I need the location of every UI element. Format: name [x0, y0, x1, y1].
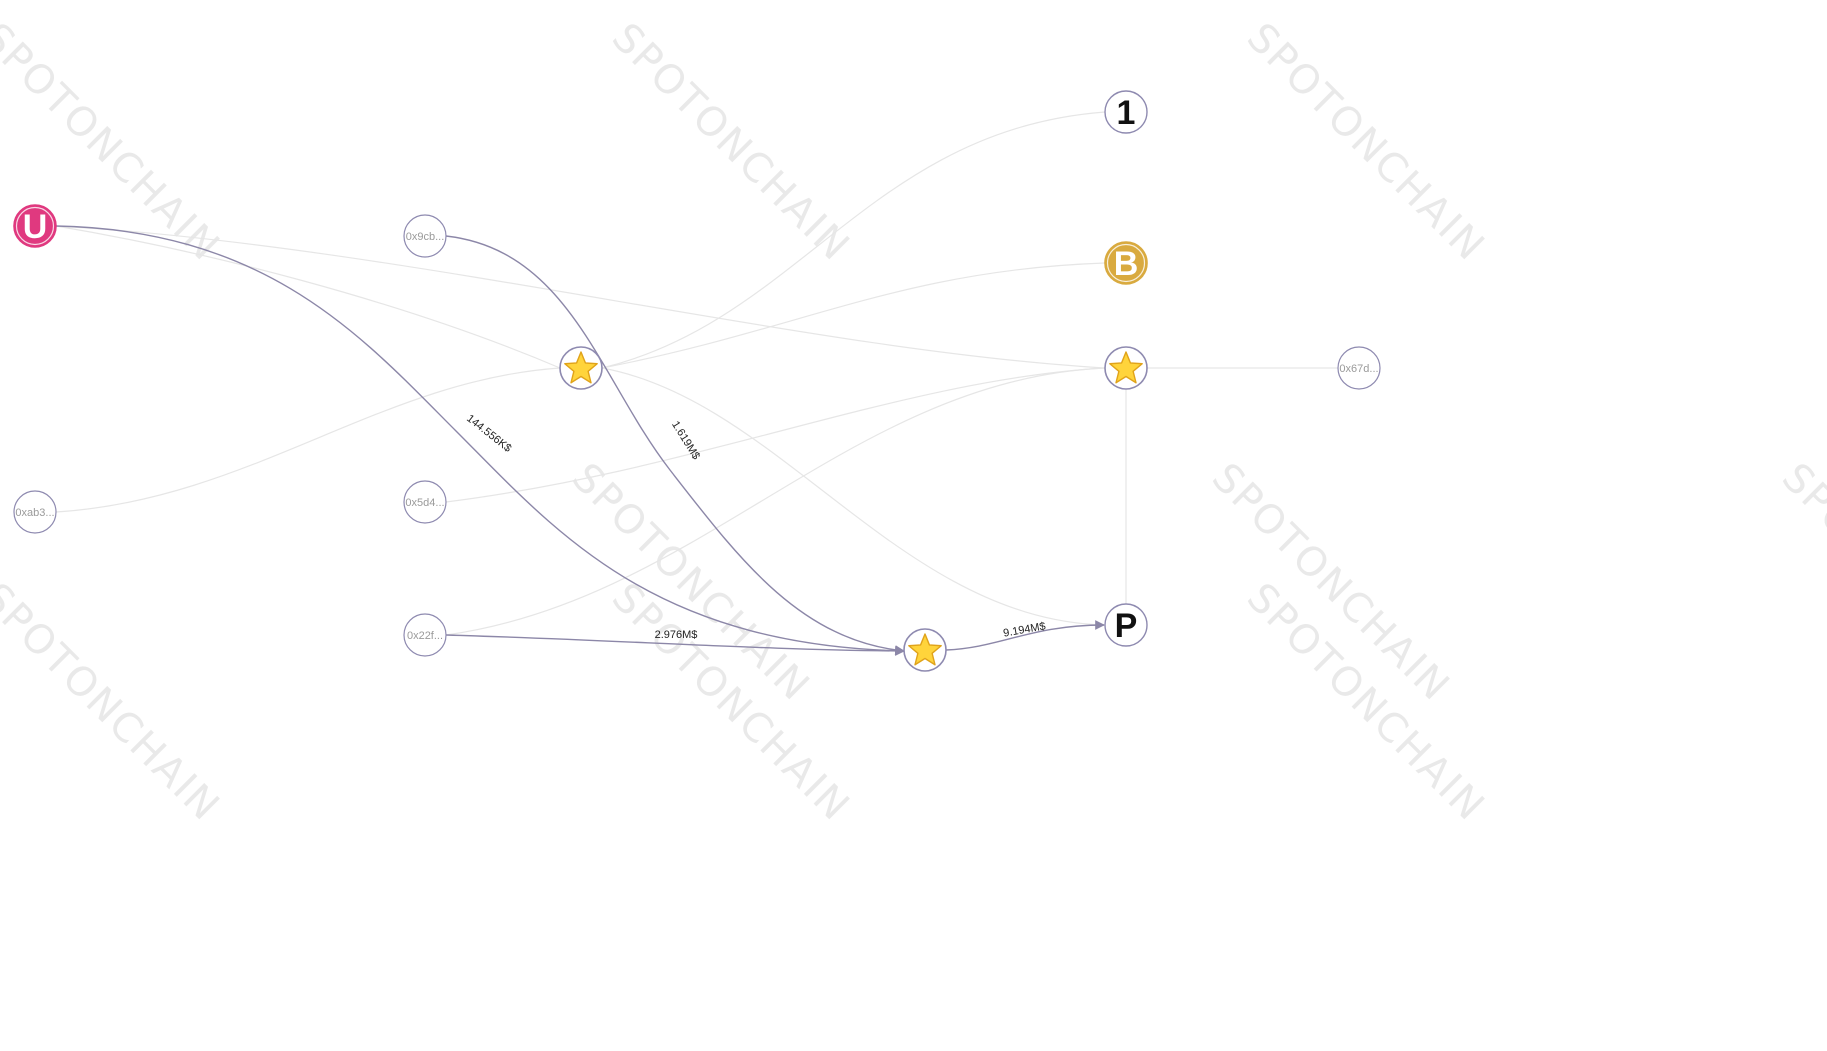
node-circle: [1104, 90, 1148, 134]
address-node-0x22f[interactable]: 0x22f...: [403, 613, 447, 657]
edge-label-layer: 144.556K$1.619M$2.976M$9.194M$: [464, 413, 1046, 641]
strong-edge-layer: [55, 225, 1105, 656]
node-circle: [1337, 346, 1381, 390]
node-inner-ring: [15, 206, 55, 246]
node-circle: [13, 490, 57, 534]
node-circle: [1104, 603, 1148, 647]
watermark-text: SPOTONCHAIN: [1773, 455, 1827, 711]
edge-n22f-to-star2[interactable]: [445, 367, 1106, 636]
entity-letter-icon: B: [1114, 245, 1139, 283]
star-icon: [1109, 351, 1143, 384]
entity-letter-icon: U: [23, 208, 48, 246]
edge-star1-to-b[interactable]: [601, 262, 1106, 369]
entity-letter-icon: P: [1115, 607, 1138, 645]
edge-n5d4-to-star2[interactable]: [445, 367, 1106, 503]
star-icon: [908, 633, 942, 666]
edge-u-to-star2[interactable]: [55, 225, 1106, 369]
node-circle: [13, 204, 57, 248]
node-circle: [403, 214, 447, 258]
node-address-label: 0x9cb...: [406, 231, 445, 243]
node-circle: [1104, 241, 1148, 285]
edge-u-to-star1[interactable]: [55, 225, 561, 369]
edge-label-n22f-to-star3: 2.976M$: [655, 629, 698, 641]
node-address-label: 0x67d...: [1339, 363, 1378, 375]
edge-star1-to-one[interactable]: [601, 111, 1106, 369]
node-address-label: 0x22f...: [407, 630, 443, 642]
starred-node-1[interactable]: [559, 346, 603, 390]
node-layer: U 0x9cb... 0xab3... 0x5d4... 0x22f... 1B P 0x67…: [13, 90, 1381, 672]
address-node-0x67d[interactable]: 0x67d...: [1337, 346, 1381, 390]
faint-edge-layer: [55, 111, 1338, 636]
entity-b-node[interactable]: B: [1104, 241, 1148, 285]
node-address-label: 0x5d4...: [405, 497, 444, 509]
edge-n9cb-to-star3[interactable]: [445, 235, 905, 655]
node-inner-ring: [1106, 243, 1146, 283]
edge-star3-to-p[interactable]: [945, 620, 1105, 651]
starred-node-2[interactable]: [1104, 346, 1148, 390]
entity-u-node[interactable]: U: [13, 204, 57, 248]
address-node-0x5d4[interactable]: 0x5d4...: [403, 480, 447, 524]
node-circle: [403, 480, 447, 524]
entity-1-node[interactable]: 1: [1104, 90, 1148, 134]
address-node-0xab3[interactable]: 0xab3...: [13, 490, 57, 534]
entity-letter-icon: 1: [1117, 94, 1136, 132]
edge-u-to-star3[interactable]: [55, 225, 905, 656]
edge-star1-to-p[interactable]: [601, 367, 1106, 626]
watermark-text: SPOTONCHAIN: [603, 15, 859, 271]
entity-p-node[interactable]: P: [1104, 603, 1148, 647]
address-node-0x9cb[interactable]: 0x9cb...: [403, 214, 447, 258]
watermark-text: SPOTONCHAIN: [0, 575, 229, 831]
star-icon: [564, 351, 598, 384]
watermark-layer: SPOTONCHAIN SPOTONCHAIN SPOTONCHAIN SPOTONC…: [0, 15, 1827, 831]
watermark-text: SPOTONCHAIN: [1238, 15, 1494, 271]
node-circle: [403, 613, 447, 657]
edge-n22f-to-star3[interactable]: [445, 634, 905, 656]
edge-nab3-to-star1[interactable]: [55, 367, 561, 513]
edge-label-u-to-star3: 144.556K$: [464, 413, 513, 455]
node-address-label: 0xab3...: [15, 507, 54, 519]
starred-node-3[interactable]: [903, 628, 947, 672]
edge-label-star3-to-p: 9.194M$: [1002, 620, 1046, 639]
